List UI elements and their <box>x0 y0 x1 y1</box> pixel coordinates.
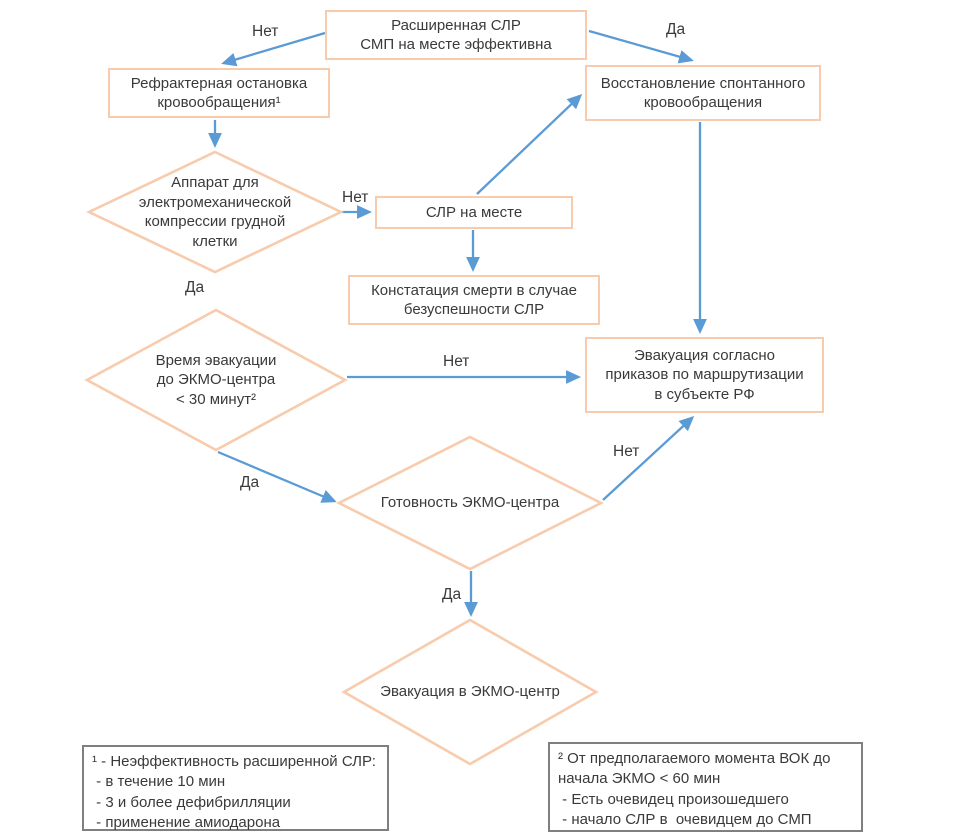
edge-label-no-top: Нет <box>252 23 279 40</box>
node-refractory-arrest: Рефрактерная остановка кровообращения¹ <box>108 68 330 118</box>
diamond-ecmo-center-ready <box>336 435 604 571</box>
edge-label-yes-ready: Да <box>442 586 462 603</box>
edge-label-no-ready: Нет <box>613 443 640 460</box>
edge-ready-no-to-orders <box>602 415 695 501</box>
node-evacuation-orders: Эвакуация согласно приказов по маршрутиз… <box>585 337 824 413</box>
edge-label-yes-top: Да <box>666 21 686 38</box>
edge-cpr-to-rosc <box>476 93 583 195</box>
node-advanced-cpr-effective: Расширенная СЛР СМП на месте эффективна <box>325 10 587 60</box>
diamond-text-chest-compression-device: Аппарат для электромеханической компресс… <box>138 174 292 250</box>
footnote-ineffective-cpr: ¹ - Неэффективность расширенной СЛР: - в… <box>82 745 389 831</box>
diamond-evacuation-time <box>84 308 348 452</box>
edge-time-yes-to-ready <box>217 450 337 503</box>
edge-no-to-refractory <box>221 31 326 67</box>
node-rosc: Восстановление спонтанного кровообращени… <box>585 65 821 121</box>
edge-label-yes-time: Да <box>240 474 260 491</box>
diamond-text-evacuation-time: Время эвакуации до ЭКМО-центра < 30 мину… <box>155 351 277 408</box>
footnote-ecmo-timing: ² От предполагаемого момента ВОК до нача… <box>548 742 863 832</box>
edge-yes-to-rosc <box>588 29 694 64</box>
diamond-text-ecmo-center-ready: Готовность ЭКМО-центра <box>380 494 560 512</box>
edge-label-no-time: Нет <box>443 353 470 370</box>
node-cpr-on-site: СЛР на месте <box>375 196 573 229</box>
edge-label-yes-device: Да <box>185 279 205 296</box>
diamond-evacuation-to-ecmo <box>341 618 599 766</box>
decision-diamonds <box>84 150 604 766</box>
node-death-statement: Констатация смерти в случае безуспешност… <box>348 275 600 325</box>
diamond-chest-compression-device <box>85 150 345 274</box>
diamond-text-evacuation-to-ecmo: Эвакуация в ЭКМО-центр <box>380 683 560 701</box>
connector-edges <box>208 29 707 617</box>
edge-label-no-device: Нет <box>342 189 369 206</box>
